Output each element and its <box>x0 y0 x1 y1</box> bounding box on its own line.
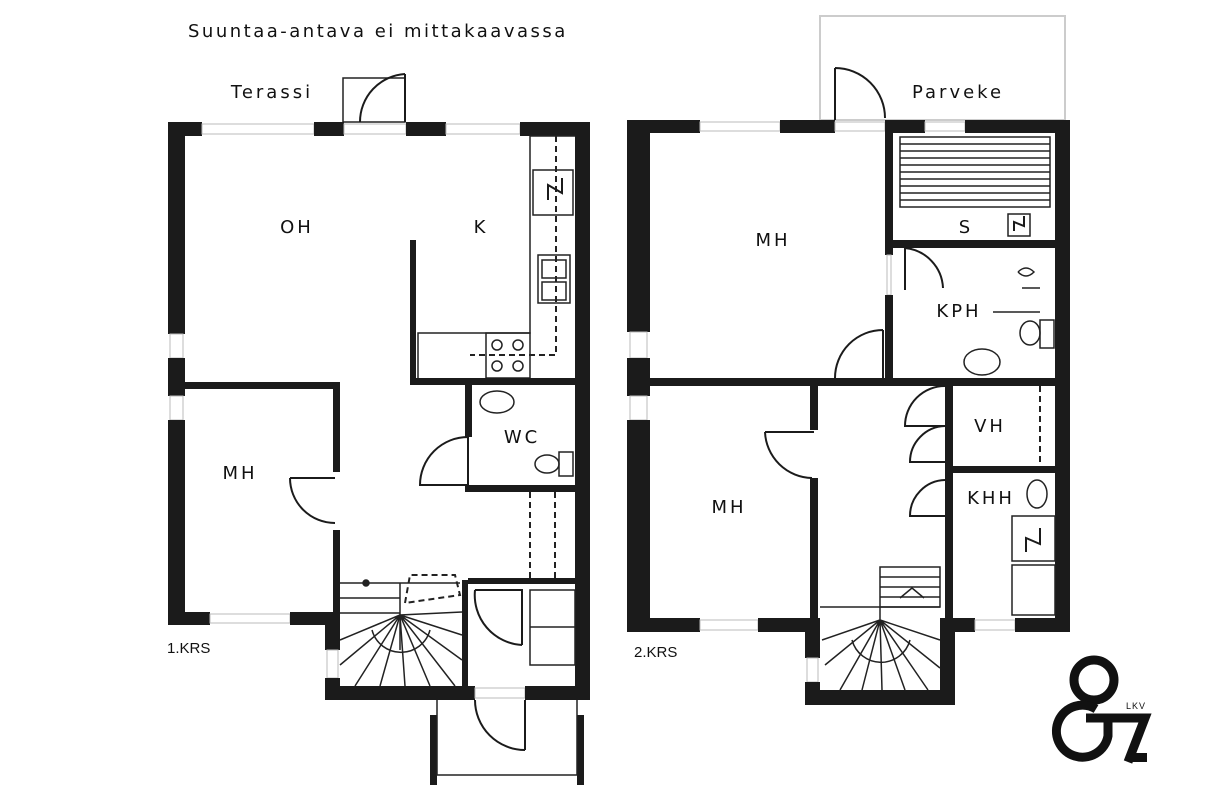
room-khh: KHH <box>967 488 1015 509</box>
room-mh-1: MH <box>222 463 257 484</box>
room-k: K <box>474 217 489 238</box>
room-s: S <box>959 217 973 238</box>
room-wc: WC <box>504 427 540 448</box>
floor-1-label: 1.KRS <box>167 640 210 657</box>
balcony-label: Parveke <box>912 82 1004 103</box>
room-oh: OH <box>280 217 314 238</box>
room-mh-3: MH <box>711 497 746 518</box>
floor-1-plan: Terassi <box>167 73 590 785</box>
terrace-label: Terassi <box>230 82 313 103</box>
agency-logo: LKV <box>1051 655 1152 764</box>
sauna-benches <box>899 136 1051 237</box>
bedroom-door-swing <box>289 477 336 524</box>
room-kph: KPH <box>936 301 981 322</box>
floor-2-plan: Parveke <box>627 15 1070 705</box>
terrace-door-frame <box>342 77 406 123</box>
balcony-outline <box>819 15 1066 121</box>
stair-2 <box>820 566 941 691</box>
room-vh: VH <box>974 416 1006 437</box>
terrace-door-swing <box>358 73 406 123</box>
room-mh-2: MH <box>755 230 790 251</box>
logo-suffix: LKV <box>1126 701 1146 711</box>
scale-note: Suuntaa-antava ei mittakaavassa <box>188 21 568 42</box>
stair-1 <box>339 574 463 687</box>
floor-2-label: 2.KRS <box>634 644 677 661</box>
